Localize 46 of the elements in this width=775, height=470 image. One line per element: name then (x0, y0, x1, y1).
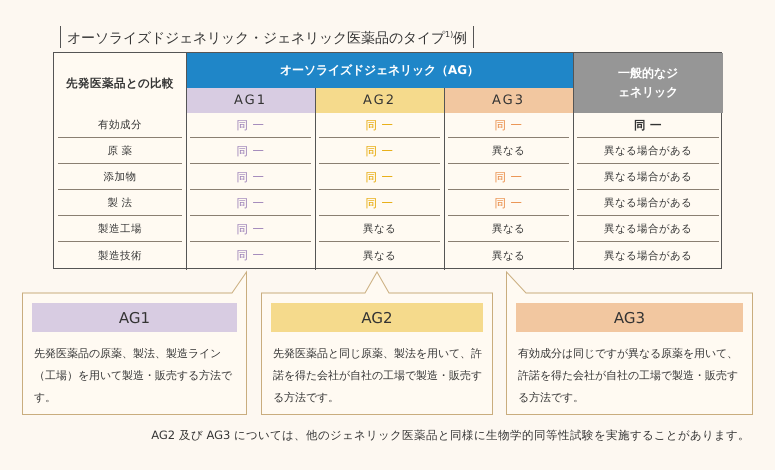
table-cell: 異なる場合がある (577, 191, 719, 216)
diagram-title: オーソライズドジェネリック・ジェネリック医薬品のタイプ$^{1)}$例 (60, 26, 474, 48)
table-cell: 異なる場合がある (577, 139, 719, 164)
callout-box (506, 268, 753, 415)
column-header: AG1 (186, 88, 315, 113)
table-cell: 同 一 (190, 139, 311, 164)
table-cell-text: 異なる (362, 248, 397, 264)
table-cell-text: 異なる (491, 248, 526, 264)
table-cell: 同 一 (190, 165, 311, 190)
row-header: 添加物 (58, 165, 182, 190)
table-cell: 同 一 (448, 113, 569, 138)
row-header: 原 薬 (58, 139, 182, 164)
callout-heading: AG1 (32, 303, 237, 332)
column-header: 一般的なジェネリック (573, 53, 723, 113)
callout-text: 先発医薬品と同じ原薬、製法を用いて、許諾を得た会社が自社の工場で製造・販売する方法です。 (273, 346, 483, 406)
table-cell-text: 同 一 (236, 247, 266, 264)
footnote: AG2 及び AG3 については、他のジェネリック医薬品と同様に生物学的同等性試験を実施することがあります。 (151, 428, 750, 443)
callout-heading: AG2 (271, 303, 483, 332)
row-header: 製 法 (58, 191, 182, 216)
table-cell: 異なる (319, 217, 440, 242)
table-cell: 同 一 (319, 139, 440, 164)
column-header: 先発医薬品との比較 (64, 74, 175, 92)
row-header: 製造技術 (97, 248, 143, 264)
table-cell: 同 一 (448, 165, 569, 190)
table-cell: 同 一 (319, 113, 440, 138)
table-cell: 同 一 (319, 191, 440, 216)
table-cell: 異なる場合がある (577, 165, 719, 190)
callout-text: 先発医薬品の原薬、製法、製造ライン（工場）を用いて製造・販売する方法です。 (34, 346, 234, 406)
row-header: 有効成分 (58, 113, 182, 138)
table-cell: 異なる (448, 139, 569, 164)
callout-heading: AG3 (516, 303, 743, 332)
row-header: 製造工場 (58, 217, 182, 242)
callout-box (22, 268, 247, 415)
column-header: AG2 (315, 88, 444, 113)
table-cell: 同 一 (319, 165, 440, 190)
column-header: AG3 (444, 88, 573, 113)
table-cell: 同 一 (190, 113, 311, 138)
callout-text: 有効成分は同じですが異なる原薬を用いて、許諾を得た会社が自社の工場で製造・販売する方法です。 (518, 346, 739, 406)
table-cell: 異なる (448, 217, 569, 242)
table-cell: 同 一 (190, 217, 311, 242)
table-cell: 異なる場合がある (577, 217, 719, 242)
table-cell: 同 一 (448, 191, 569, 216)
table-cell: 同 一 (190, 191, 311, 216)
table-cell: 同 一 (577, 113, 719, 138)
column-header: オーソライズドジェネリック（AG） (186, 53, 573, 88)
table-cell-text: 異なる場合がある (603, 248, 693, 264)
